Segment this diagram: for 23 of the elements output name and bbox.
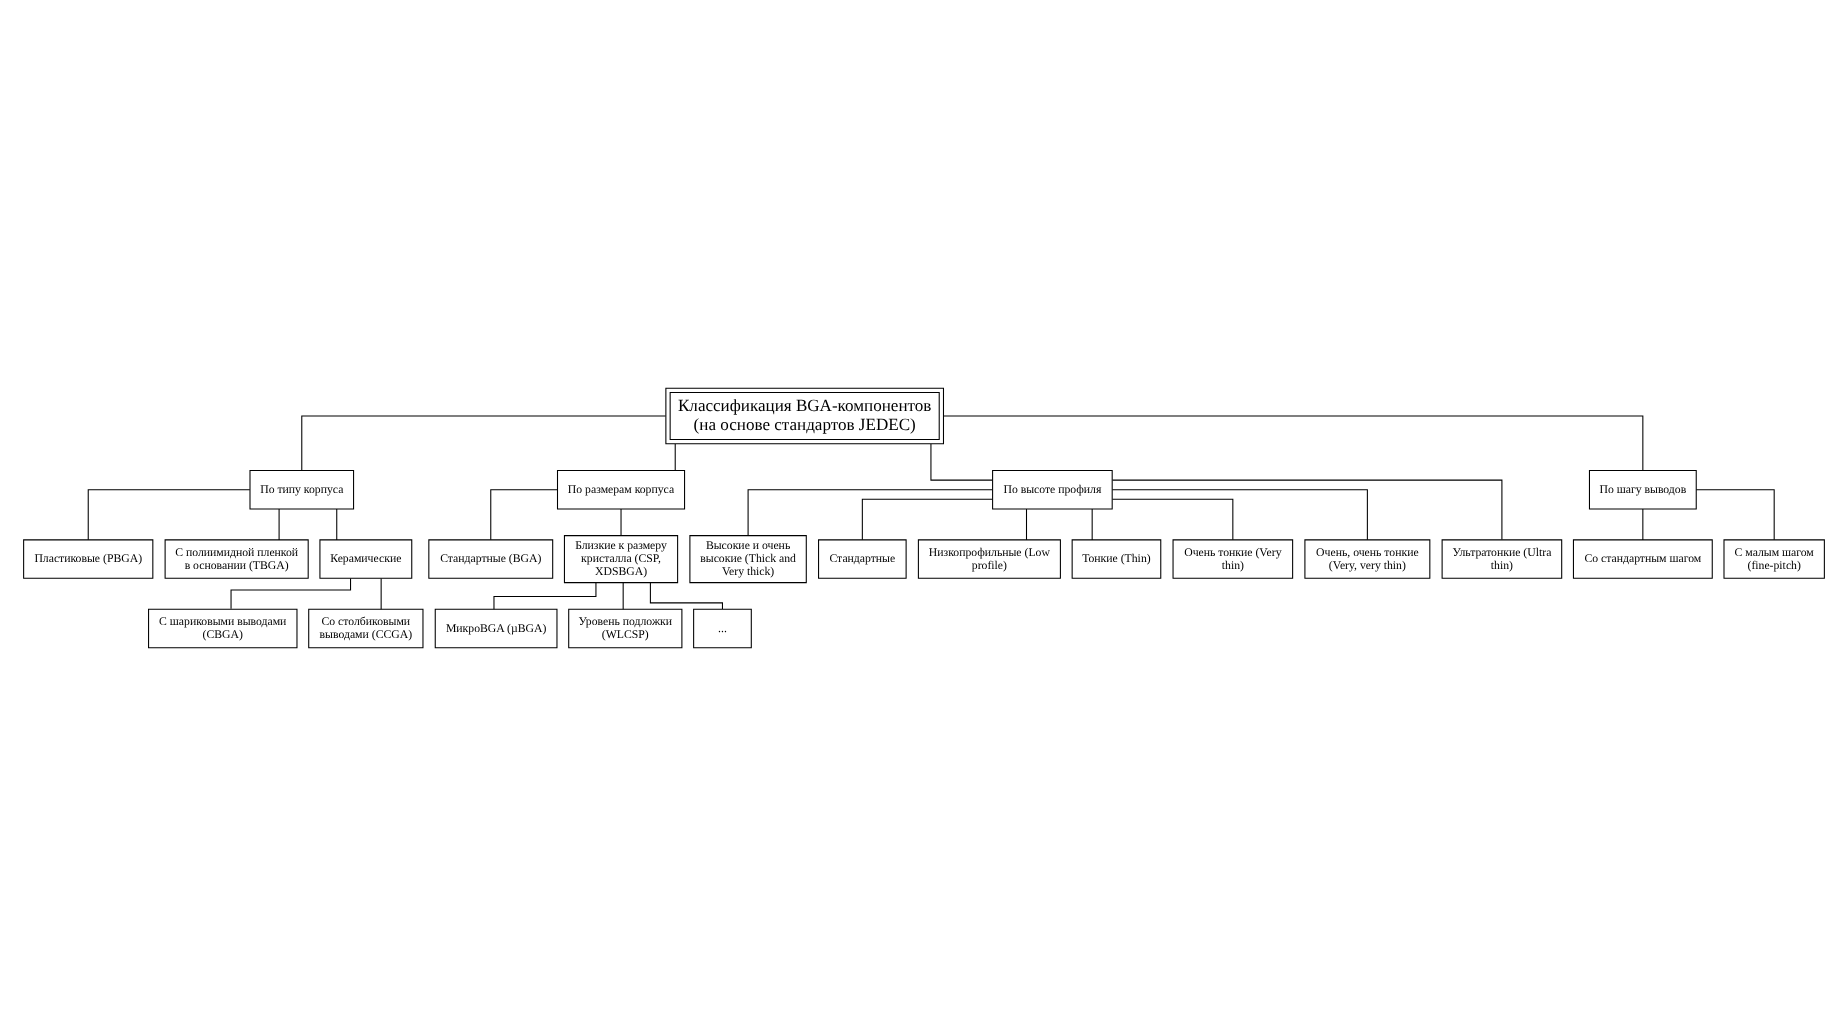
connector xyxy=(1111,498,1234,541)
connector xyxy=(493,582,597,610)
connector xyxy=(930,443,993,481)
connector xyxy=(490,489,558,541)
connector xyxy=(336,508,338,541)
connector xyxy=(1111,489,1368,541)
connector xyxy=(1642,508,1644,541)
connector xyxy=(620,508,622,536)
connector xyxy=(943,415,1644,471)
connector xyxy=(301,415,667,471)
connector xyxy=(1695,489,1775,541)
connector xyxy=(674,443,676,471)
connector xyxy=(1112,479,1503,541)
connector xyxy=(230,578,352,610)
connector xyxy=(649,582,723,610)
connector xyxy=(861,498,993,541)
connector xyxy=(622,582,624,610)
connector xyxy=(1091,508,1093,541)
connector xyxy=(278,508,280,541)
connector xyxy=(87,489,251,541)
connector xyxy=(380,577,382,610)
connector xyxy=(747,489,993,537)
connector xyxy=(1025,508,1028,541)
